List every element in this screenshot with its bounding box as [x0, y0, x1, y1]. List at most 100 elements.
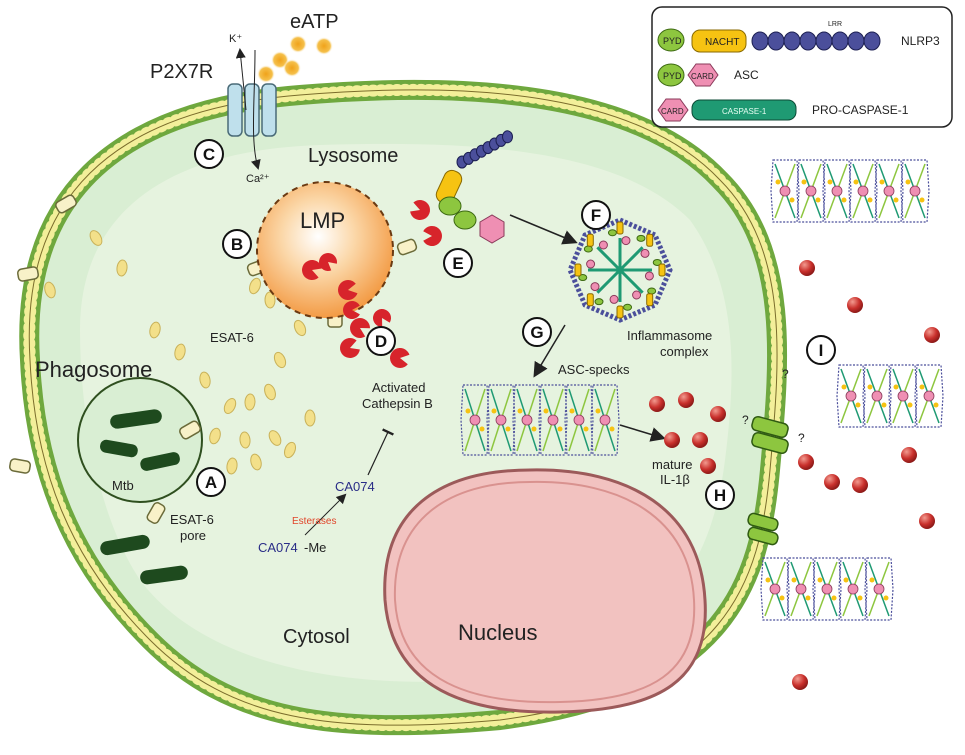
esat6-monomer [89, 230, 103, 246]
step-marker-h [705, 480, 735, 510]
legend-asc-card: CARD [691, 72, 714, 81]
esat6-monomer [223, 397, 237, 415]
esat6-pore-label-1: ESAT-6 [170, 512, 214, 527]
step-marker-d [366, 326, 396, 356]
asc-speck [770, 159, 930, 223]
esat6-pore-label-2: pore [180, 528, 206, 543]
legend-lrr-bead [863, 31, 881, 51]
eatp-molecules [257, 35, 333, 83]
esat6-pores [8, 194, 418, 524]
ca074-label: CA074 [335, 479, 375, 494]
step-marker-a [196, 467, 226, 497]
il1b-molecule [792, 674, 808, 690]
mtb-bacteria [100, 409, 188, 585]
legend-lrr-bead [783, 31, 801, 51]
lmp-label: LMP [300, 208, 345, 233]
esat6-monomer [199, 371, 211, 389]
inflammasome-label-1: Inflammasome [627, 328, 712, 343]
il1b-molecule [919, 513, 935, 529]
step-label-g: G [530, 323, 543, 342]
cathepsin-b [343, 301, 360, 319]
cathepsin-b [410, 200, 430, 220]
esterases-label: Esterases [292, 516, 336, 527]
activated-label-2: Cathepsin B [362, 396, 433, 411]
esat6-monomer [44, 281, 56, 299]
esat6-monomer [304, 409, 316, 427]
ca-ion-label: Ca²⁺ [246, 173, 270, 185]
mature-label-1: mature [652, 457, 692, 472]
inflammasome-label-2: complex [660, 344, 709, 359]
esat6-monomer [116, 259, 128, 277]
step-label-a: A [205, 473, 217, 492]
legend-nlrp3-lrr: LRR [828, 21, 842, 28]
cathepsin-b [338, 280, 358, 300]
eatp-label: eATP [290, 11, 339, 33]
asc-speck [760, 557, 894, 621]
step-label-i: I [819, 341, 824, 360]
legend-lrr-bead [799, 31, 817, 51]
phagosome-label: Phagosome [35, 357, 152, 382]
lrr-bead [502, 130, 513, 144]
legend-nlrp3-pyd: PYD [663, 36, 682, 46]
asc-speck [836, 364, 944, 428]
legend-asc-name: ASC [734, 68, 759, 82]
esat6-monomer [226, 457, 238, 475]
legend-asc-pyd: PYD [663, 71, 682, 81]
esat6-monomer [264, 291, 276, 309]
step-label-f: F [591, 206, 601, 225]
il1b-extracellular [792, 260, 940, 690]
il1b-molecule [678, 392, 694, 408]
legend-procasp-caspase: CASPASE-1 [722, 107, 767, 116]
cathepsin-b [340, 338, 360, 358]
step-marker-e [443, 248, 473, 278]
step-label-e: E [452, 254, 463, 273]
lysosome-label: Lysosome [308, 145, 398, 167]
legend-procasp-name: PRO-CASPASE-1 [812, 103, 909, 117]
nucleus [383, 468, 707, 714]
cathepsin-b [390, 348, 410, 368]
legend-lrr-bead [751, 31, 769, 51]
step-marker-c [194, 139, 224, 169]
p2x7r-channel [227, 83, 277, 137]
step-label-d: D [375, 332, 387, 351]
k-ion-label: K⁺ [229, 33, 242, 45]
step-marker-i [806, 335, 836, 365]
il1b-molecule [798, 454, 814, 470]
esat6-monomers [44, 230, 316, 475]
il1b-molecule [847, 297, 863, 313]
legend-lrr-bead [767, 31, 785, 51]
mature-label-2: IL-1β [660, 472, 690, 487]
mtb-label: Mtb [112, 478, 134, 493]
esat6-monomer [149, 321, 161, 339]
esat6-label: ESAT-6 [210, 330, 254, 345]
question-mark-1: ? [782, 367, 789, 381]
esat6-monomer [174, 343, 186, 361]
ca074-me-suffix: -Me [304, 540, 326, 555]
activated-label-1: Activated [372, 380, 425, 395]
phagosome [77, 377, 203, 503]
inflammasome-complex [567, 217, 673, 323]
legend-nlrp3-name: NLRP3 [901, 34, 940, 48]
il1b-molecule [824, 474, 840, 490]
legend-lrr-bead [815, 31, 833, 51]
ca074-me-label: CA074 [258, 540, 298, 555]
cathepsin-b [350, 318, 370, 338]
question-mark-2: ? [742, 413, 749, 427]
step-label-b: B [231, 235, 243, 254]
legend-nlrp3-nacht: NACHT [705, 37, 739, 48]
asc-speck [460, 384, 620, 456]
il1b-molecule [664, 432, 680, 448]
cathepsin-b [373, 308, 391, 327]
esat6-monomer [273, 351, 287, 369]
legend-box: PYD NACHT LRR NLRP3 PYD CARD ASC CARD CA… [651, 6, 953, 128]
asc-specks-extracellular [760, 159, 944, 621]
il1b-molecule [924, 327, 940, 343]
lysosome [256, 181, 394, 319]
esat6-monomer [250, 453, 262, 471]
il1b-molecule [901, 447, 917, 463]
legend-lrr-bead [831, 31, 849, 51]
esat6-monomer [268, 430, 282, 446]
esat6-monomer [264, 383, 276, 401]
step-marker-f [581, 200, 611, 230]
